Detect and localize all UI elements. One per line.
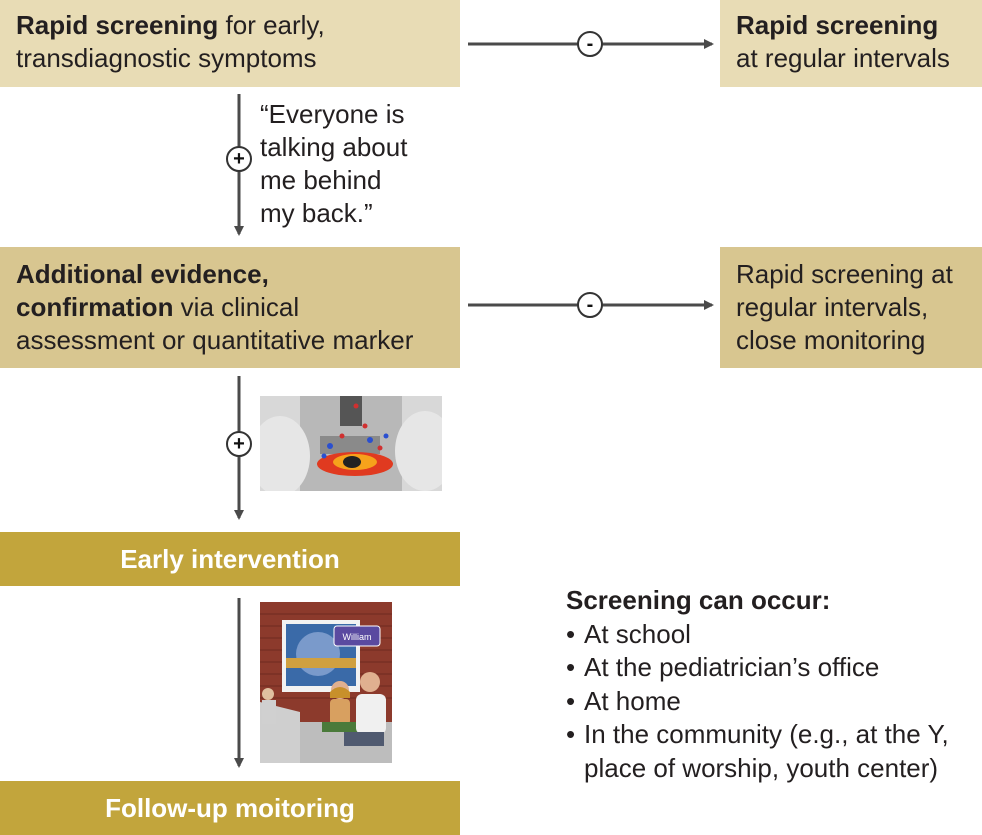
screening-list: • At school • At the pediatrician’s office… xyxy=(566,618,949,786)
rapid-screening-bold: Rapid screening xyxy=(16,10,219,40)
confirmation-bold: confirmation xyxy=(16,292,174,322)
list-item-text: At the pediatrician’s office xyxy=(584,652,880,682)
list-item: • At home xyxy=(566,685,949,719)
list-item: • At school xyxy=(566,618,949,652)
screening-title: Screening can occur: xyxy=(566,585,831,615)
brain-scan-image xyxy=(260,396,442,491)
early-intervention-box: Early intervention xyxy=(0,532,460,586)
brain-scan-graphic xyxy=(260,396,442,491)
list-item-continuation: place of worship, youth center) xyxy=(566,752,949,786)
confirmation-rest: via clinical xyxy=(173,292,300,322)
vr-name-label: William xyxy=(343,632,372,642)
rapid-screening-early-box: Rapid screening for early, transdiagnost… xyxy=(0,0,460,87)
rapid-screening-regular-line2: at regular intervals xyxy=(736,43,950,73)
minus-sign-mid: - xyxy=(577,292,603,318)
additional-evidence-line3: assessment or quantitative marker xyxy=(16,325,414,355)
close-monitoring-line3: close monitoring xyxy=(736,325,926,355)
virtual-reality-scene-image: William xyxy=(260,602,392,763)
bullet-dot: • xyxy=(566,685,576,716)
list-item: • At the pediatrician’s office xyxy=(566,651,949,685)
rapid-screening-regular-box: Rapid screening at regular intervals xyxy=(720,0,982,87)
list-item: • In the community (e.g., at the Y, xyxy=(566,718,949,752)
additional-evidence-box: Additional evidence, confirmation via cl… xyxy=(0,247,460,368)
patient-quote: “Everyone is talking about me behind my … xyxy=(260,99,408,228)
list-item-continuation-text: place of worship, youth center) xyxy=(584,752,939,783)
screening-locations: Screening can occur: • At school • At the … xyxy=(566,584,949,785)
list-item-text: At school xyxy=(584,618,691,649)
close-monitoring-line2: regular intervals, xyxy=(736,292,929,322)
close-monitoring-line1: Rapid screening at xyxy=(736,259,953,289)
bullet-dot: • xyxy=(566,719,576,749)
rapid-screening-line2: transdiagnostic symptoms xyxy=(16,43,317,73)
bullet-dot: • xyxy=(566,618,576,649)
close-monitoring-box: Rapid screening at regular intervals, cl… xyxy=(720,247,982,368)
follow-up-monitoring-box: Follow-up moitoring xyxy=(0,781,460,835)
bullet-dot: • xyxy=(566,652,576,682)
additional-evidence-bold: Additional evidence, xyxy=(16,259,269,289)
minus-sign-top: - xyxy=(577,31,603,57)
plus-sign-lower: + xyxy=(226,431,252,457)
vr-scene-graphic: William xyxy=(260,602,392,763)
list-item-text: At home xyxy=(584,685,681,716)
rapid-screening-regular-bold: Rapid screening xyxy=(736,10,939,40)
rapid-screening-rest: for early, xyxy=(218,10,325,40)
plus-sign-upper: + xyxy=(226,146,252,172)
list-item-text: In the community (e.g., at the Y, xyxy=(584,719,949,749)
